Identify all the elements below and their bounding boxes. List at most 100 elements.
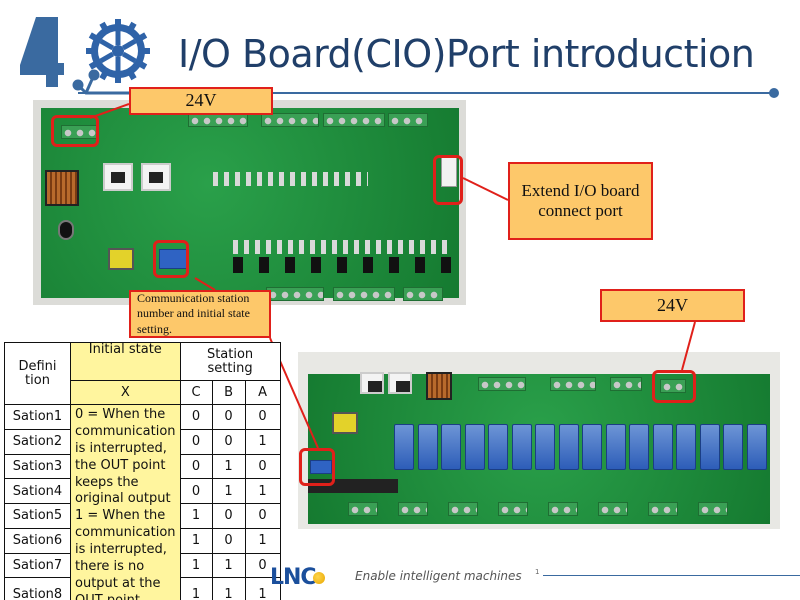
terminal-block — [323, 113, 385, 127]
relay — [535, 424, 555, 470]
relay — [652, 424, 673, 470]
relay — [394, 424, 414, 470]
header-station-setting: Station setting — [179, 342, 281, 381]
rj45-port — [103, 163, 133, 191]
highlight-power-bottom — [652, 370, 696, 403]
power-terminal — [660, 379, 686, 393]
footer-tagline: Enable intelligent machines — [355, 569, 522, 583]
station-b-cell: 0 — [211, 428, 246, 455]
highlight-extend-port — [433, 155, 463, 205]
terminal-block — [348, 502, 378, 516]
terminal-block — [698, 502, 728, 516]
initial-state-description: 0 = When the communication is interrupte… — [70, 404, 181, 600]
station-name-cell: Sation6 — [4, 527, 71, 554]
power-terminal — [61, 125, 97, 139]
station-b-cell: 0 — [211, 404, 246, 430]
terminal-block — [261, 113, 319, 127]
terminal-block — [498, 502, 528, 516]
logo-four-mark — [20, 17, 64, 87]
station-c-cell: 1 — [179, 527, 213, 554]
brand-name: LNC — [270, 565, 317, 590]
relay — [699, 424, 720, 470]
station-name-cell: Sation1 — [4, 404, 71, 430]
page-title: I/O Board(CIO)Port introduction — [178, 32, 755, 76]
relay — [464, 424, 485, 470]
relay — [605, 424, 626, 470]
relay — [441, 424, 461, 470]
header-c: C — [179, 380, 213, 405]
relay — [746, 424, 767, 470]
station-b-cell: 0 — [211, 527, 246, 554]
callout-extend-io-port: Extend I/O board connect port — [508, 162, 653, 240]
station-a-cell: 0 — [244, 503, 281, 529]
relay — [417, 424, 438, 470]
leader-extend-port — [462, 177, 509, 201]
station-b-cell: 1 — [211, 453, 246, 480]
terminal-block — [648, 502, 678, 516]
station-b-cell: 1 — [211, 552, 246, 579]
terminal-block — [388, 113, 428, 127]
station-name-cell: Sation7 — [4, 552, 71, 579]
terminal-block — [550, 377, 596, 391]
station-name-cell: Sation5 — [4, 503, 71, 529]
station-name-cell: Sation3 — [4, 453, 71, 480]
station-c-cell: 0 — [179, 453, 213, 480]
relay — [558, 424, 579, 470]
station-c-cell: 0 — [179, 478, 213, 504]
station-a-cell: 1 — [244, 527, 281, 554]
station-c-cell: 0 — [179, 404, 213, 430]
terminal-block — [266, 287, 324, 301]
station-c-cell: 1 — [179, 503, 213, 529]
relay — [488, 424, 508, 470]
rj45-port — [360, 372, 384, 394]
station-b-cell: 1 — [211, 577, 246, 600]
station-a-cell: 0 — [244, 453, 281, 480]
lnc-logo-dot-icon — [313, 572, 325, 584]
station-b-cell: 1 — [211, 478, 246, 504]
station-name-cell: Sation2 — [4, 428, 71, 455]
output-chip-row — [233, 257, 453, 273]
station-name-cell: Sation4 — [4, 478, 71, 504]
terminal-block — [403, 287, 443, 301]
station-c-cell: 1 — [179, 552, 213, 579]
inductor-coil — [426, 372, 452, 400]
relay — [629, 424, 649, 470]
terminal-block — [398, 502, 428, 516]
title-underline-endpoint — [769, 88, 779, 98]
header-initial-state: Initial state — [70, 342, 181, 381]
industry-4-logo — [20, 17, 158, 95]
transformer — [108, 248, 134, 270]
relay — [511, 424, 532, 470]
callout-comm-station: Communication station number and initial… — [129, 290, 271, 338]
dip-switch — [310, 460, 332, 474]
terminal-block — [548, 502, 578, 516]
station-c-cell: 1 — [179, 577, 213, 600]
highlight-dip-top — [153, 240, 189, 278]
callout-24v-bottom: 24V — [600, 289, 745, 322]
input-led-row — [213, 172, 368, 186]
callout-24v-top: 24V — [129, 87, 273, 115]
terminal-block — [598, 502, 628, 516]
title-underline — [78, 92, 774, 94]
terminal-block — [188, 113, 248, 127]
station-c-cell: 0 — [179, 428, 213, 455]
relay — [723, 424, 743, 470]
station-setting-table: Defini tion Initial state Station settin… — [4, 342, 281, 600]
terminal-block — [333, 287, 395, 301]
station-b-cell: 0 — [211, 503, 246, 529]
rj45-port — [388, 372, 412, 394]
station-a-cell: 0 — [244, 552, 281, 579]
highlight-dip-bottom — [299, 448, 335, 486]
lnc-logo: LNC — [270, 565, 317, 590]
relay — [676, 424, 696, 470]
transformer — [332, 412, 358, 434]
io-board-photo-top — [33, 100, 466, 305]
inductor-coil — [45, 170, 79, 206]
